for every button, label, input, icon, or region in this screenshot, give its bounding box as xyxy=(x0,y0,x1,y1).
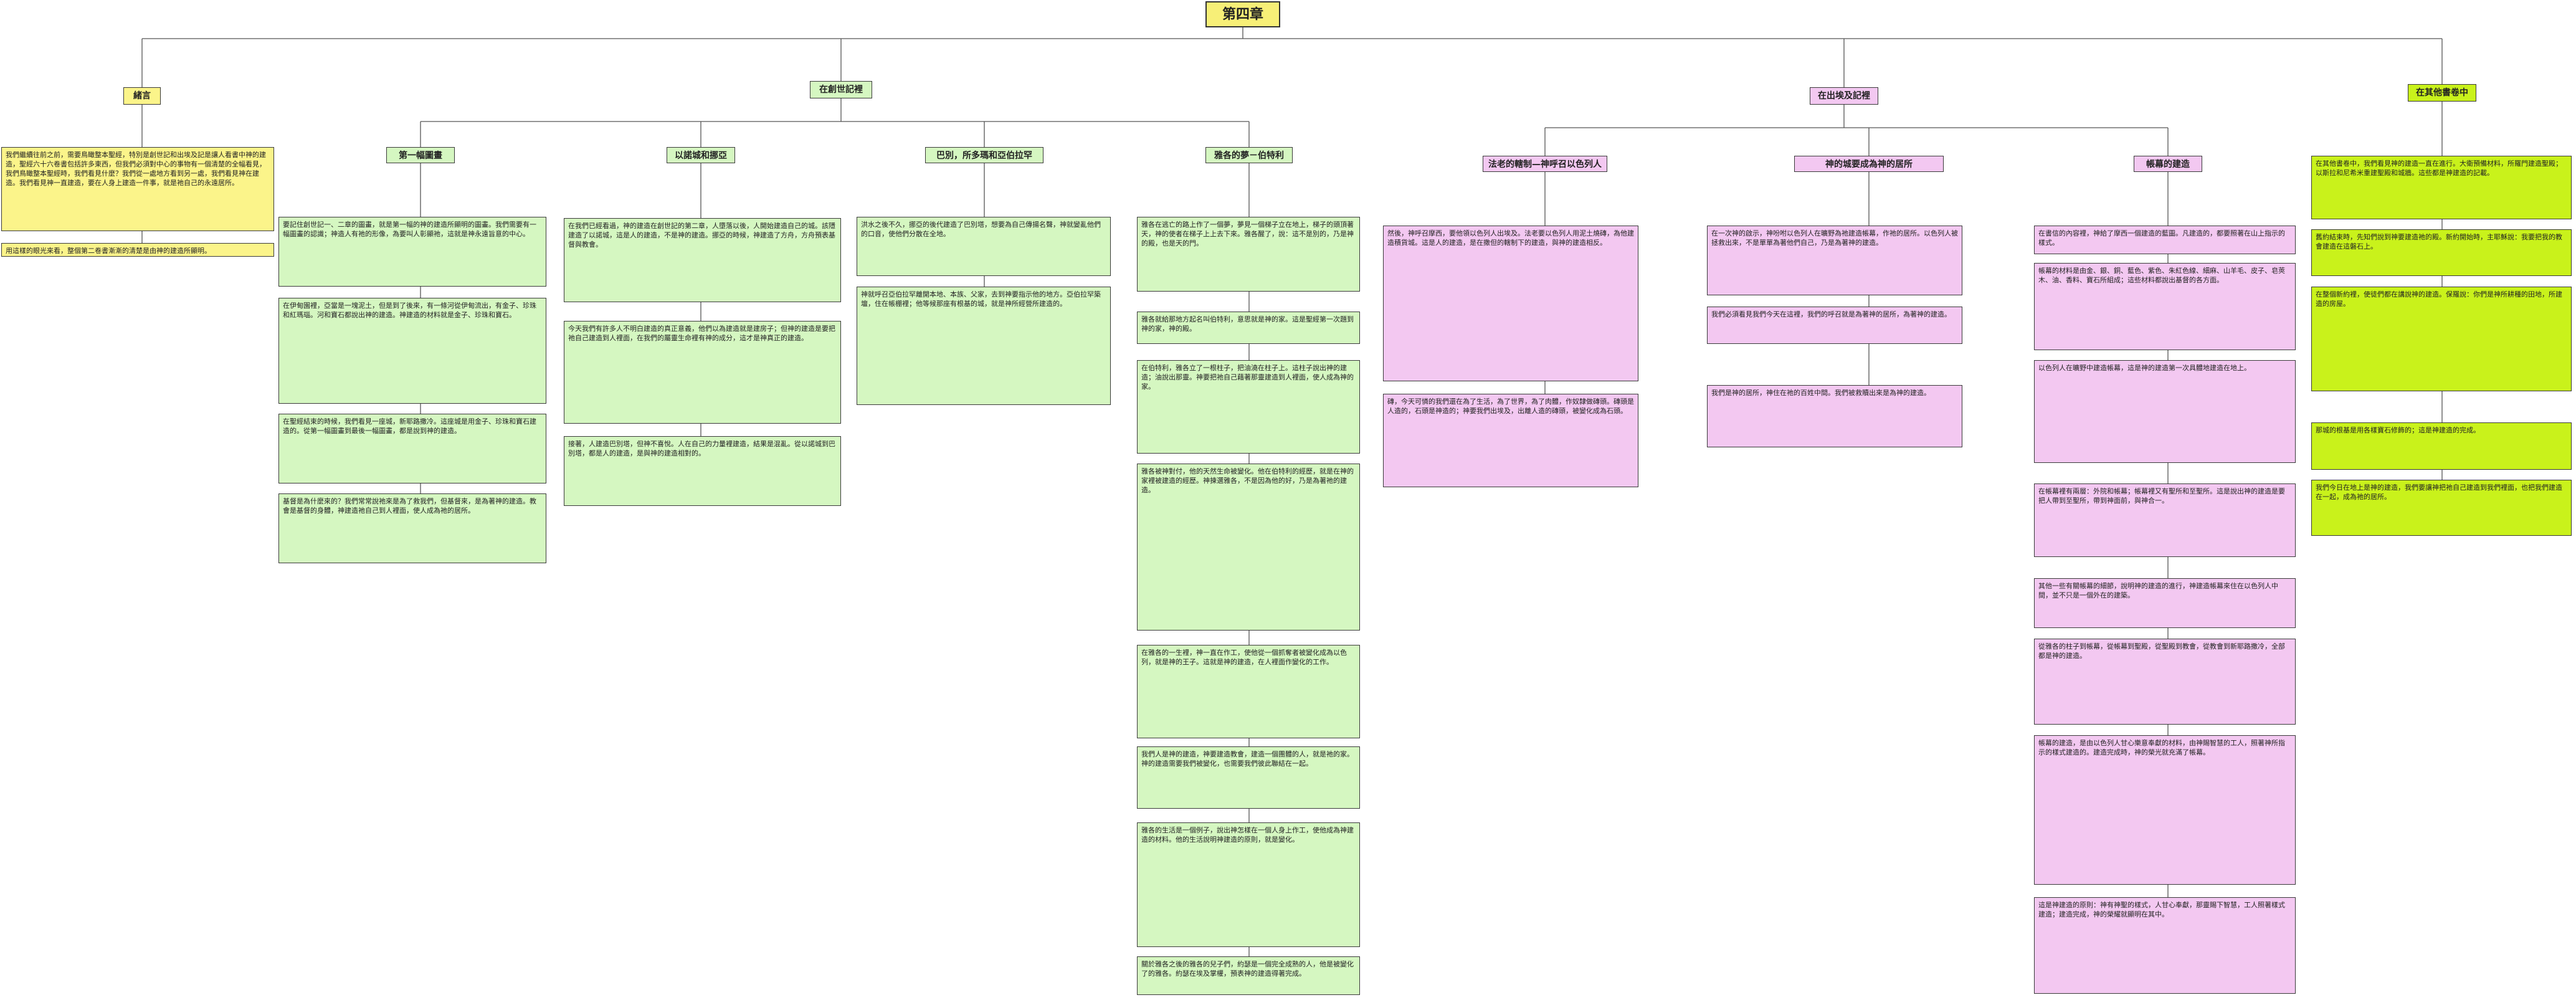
creation-4-note-8: 關於雅各之後的雅各的兒子們，約瑟是一個完全成熟的人，他是被變化了的雅各。約瑟在埃… xyxy=(1137,956,1360,995)
creation-sub-2: 以諾城和挪亞 xyxy=(667,147,735,163)
creation-4-note-4: 雅各被神對付，他的天然生命被變化。他在伯特利的經歷，就是在神的家裡被建造的經歷。… xyxy=(1137,464,1360,631)
exodus-3-note-7: 帳幕的建造，是由以色列人甘心樂意奉獻的材料，由神賜智慧的工人，照著神所指示的樣式… xyxy=(2034,735,2296,885)
creation-4-note-6: 我們人是神的建造，神要建造教會，建造一個團體的人，就是祂的家。神的建造需要我們被… xyxy=(1137,746,1360,809)
section-conclusion: 在其他書卷中 xyxy=(2408,84,2476,102)
conclusion-note-4: 那城的根基是用各樣寶石修飾的；這是神建造的完成。 xyxy=(2311,422,2572,470)
creation-1-note-3: 在聖經結束的時候，我們看見一座城，新耶路撒冷。這座城是用金子、珍珠和寶石建造的。… xyxy=(278,414,546,483)
exodus-3-note-6: 從雅各的柱子到帳幕，從帳幕到聖殿，從聖殿到教會，從教會到新耶路撒冷，全部都是神的… xyxy=(2034,639,2296,725)
creation-4-note-5: 在雅各的一生裡，神一直在作工，使他從一個抓奪者被變化成為以色列，就是神的王子。這… xyxy=(1137,645,1360,738)
section-exodus: 在出埃及記裡 xyxy=(1810,87,1878,105)
creation-4-note-3: 在伯特利，雅各立了一根柱子，把油澆在柱子上。這柱子說出神的建造；油說出那靈。神要… xyxy=(1137,360,1360,454)
creation-2-note-2: 今天我們有許多人不明白建造的真正意義，他們以為建造就是建房子；但神的建造是要把祂… xyxy=(564,321,841,424)
exodus-3-note-8: 這是神建造的原則：神有神聖的樣式，人甘心奉獻，那靈賜下智慧，工人照著樣式建造；建… xyxy=(2034,897,2296,994)
creation-1-note-4: 基督是為什麼來的？我們常常說祂來是為了救我們，但基督來，是為著神的建造。教會是基… xyxy=(278,493,546,563)
section-creation: 在創世記裡 xyxy=(810,81,872,98)
exodus-3-note-5: 其他一些有關帳幕的細節，說明神的建造的進行，神建造帳幕來住在以色列人中間，並不只… xyxy=(2034,578,2296,628)
creation-4-note-1: 雅各在逃亡的路上作了一個夢，夢見一個梯子立在地上，梯子的頭頂著天，神的使者在梯子… xyxy=(1137,217,1360,292)
conclusion-note-5: 我們今日在地上是神的建造，我們要讓神把祂自己建造到我們裡面，也把我們建造在一起，… xyxy=(2311,480,2572,536)
conclusion-note-3: 在整個新約裡，使徒們都在講說神的建造。保羅說：你們是神所耕種的田地，所建造的房屋… xyxy=(2311,287,2572,391)
creation-1-note-2: 在伊甸園裡，亞當是一塊泥土，但是到了後來，有一條河從伊甸流出，有金子、珍珠和紅瑪… xyxy=(278,298,546,404)
exodus-2-note-2: 我們必須看見我們今天在這裡，我們的呼召就是為著神的居所，為著神的建造。 xyxy=(1707,307,1962,344)
section-intro: 緒言 xyxy=(123,87,161,105)
exodus-1-note-1: 然後，神呼召摩西，要他領以色列人出埃及。法老要以色列人用泥土燒磚，為他建造積貨城… xyxy=(1383,226,1638,381)
creation-2-note-3: 接著，人建造巴別塔，但神不喜悅。人在自己的力量裡建造，結果是混亂。從以諾城到巴別… xyxy=(564,436,841,506)
creation-sub-1: 第一幅圖畫 xyxy=(386,147,455,163)
creation-sub-4: 雅各的夢－伯特利 xyxy=(1205,147,1293,163)
exodus-sub-1: 法老的轄制—神呼召以色列人 xyxy=(1483,156,1607,172)
exodus-3-note-4: 在帳幕裡有兩層：外院和帳幕；帳幕裡又有聖所和至聖所。這是說出神的建造是要把人帶到… xyxy=(2034,483,2296,557)
exodus-2-note-1: 在一次神的啟示，神吩咐以色列人在曠野為祂建造帳幕，作祂的居所。以色列人被拯救出來… xyxy=(1707,226,1962,295)
exodus-sub-2: 神的城要成為神的居所 xyxy=(1794,156,1944,172)
intro-note-2: 用這樣的眼光來看，整個第二卷書漸漸的清楚是由神的建造所顯明。 xyxy=(1,243,274,257)
creation-2-note-1: 在我們已經看過，神的建造在創世記的第二章，人墮落以後，人開始建造自己的城。該隱建… xyxy=(564,218,841,302)
conclusion-note-1: 在其他書卷中，我們看見神的建造一直在進行。大衛預備材料，所羅門建造聖殿；以斯拉和… xyxy=(2311,156,2572,219)
creation-3-note-2: 神就呼召亞伯拉罕離開本地、本族、父家，去到神要指示他的地方。亞伯拉罕築壇，住在帳… xyxy=(857,287,1111,405)
exodus-3-note-1: 在書信的內容裡，神給了摩西一個建造的藍圖。凡建造的，都要照著在山上指示的樣式。 xyxy=(2034,226,2296,254)
exodus-sub-3: 帳幕的建造 xyxy=(2134,156,2202,172)
conclusion-note-2: 舊約結束時，先知們說到神要建造祂的殿。新約開始時，主耶穌說：我要把我的教會建造在… xyxy=(2311,229,2572,276)
exodus-1-note-2: 磚，今天可憐的我們還在為了生活，為了世界，為了肉體，作奴隸做磚頭。磚頭是人造的，… xyxy=(1383,394,1638,487)
creation-4-note-2: 雅各就給那地方起名叫伯特利，意思就是神的家。這是聖經第一次題到神的家，神的殿。 xyxy=(1137,312,1360,344)
exodus-3-note-2: 帳幕的材料是由金、銀、銅、藍色、紫色、朱紅色線、細麻、山羊毛、皮子、皂莢木、油、… xyxy=(2034,263,2296,350)
root-title: 第四章 鳥瞰 xyxy=(1205,1,1280,27)
creation-4-note-7: 雅各的生活是一個例子，說出神怎樣在一個人身上作工，使他成為神建造的材料。他的生活… xyxy=(1137,822,1360,947)
exodus-3-note-3: 以色列人在曠野中建造帳幕，這是神的建造第一次具體地建造在地上。 xyxy=(2034,360,2296,463)
creation-sub-3: 巴別，所多瑪和亞伯拉罕 xyxy=(925,147,1043,163)
creation-1-note-1: 要記住創世記一、二章的圖畫，就是第一幅的神的建造所顯明的圖畫。我們需要有一幅圖畫… xyxy=(278,217,546,287)
exodus-2-note-3: 我們是神的居所，神住在祂的百姓中間。我們被救贖出來是為神的建造。 xyxy=(1707,385,1962,447)
creation-3-note-1: 洪水之後不久，挪亞的後代建造了巴別塔，想要為自己傳揚名聲，神就變亂他們的口音，使… xyxy=(857,217,1111,276)
intro-note-1: 我們繼續往前之前，需要鳥瞰整本聖經，特別是創世記和出埃及記是讓人看書中神的建造，… xyxy=(1,147,274,231)
